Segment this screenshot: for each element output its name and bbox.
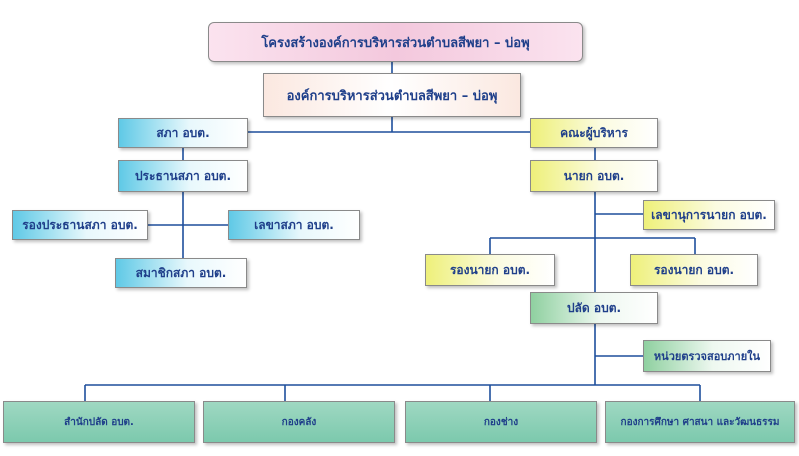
mayor-secretary: เลขานุการนายก อบต.	[643, 200, 775, 230]
dept-office-of-chief: สำนักปลัด อบต.	[3, 401, 195, 443]
org-root: องค์การบริหารส่วนตำบลสีพยา – บ่อพุ	[263, 73, 521, 117]
mayor: นายก อบต.	[530, 160, 658, 192]
deputy-mayor-right: รองนายก อบต.	[630, 254, 758, 286]
executive-head: คณะผู้บริหาร	[530, 118, 658, 148]
council-member: สมาชิกสภา อบต.	[115, 258, 247, 288]
council-vice-chair: รองประธานสภา อบต.	[12, 210, 148, 240]
dept-engineering: กองช่าง	[405, 401, 597, 443]
dept-education-religion-culture: กองการศึกษา ศาสนา และวัฒนธรรม	[605, 401, 795, 443]
dept-finance: กองคลัง	[203, 401, 395, 443]
council-head: สภา อบต.	[118, 118, 248, 148]
internal-audit-unit: หน่วยตรวจสอบภายใน	[643, 340, 771, 372]
chart-title: โครงสร้างองค์การบริหารส่วนตำบลสีพยา – บ่…	[208, 22, 583, 62]
council-chair: ประธานสภา อบต.	[118, 160, 248, 192]
deputy-mayor-left: รองนายก อบต.	[425, 254, 555, 286]
council-secretary: เลขาสภา อบต.	[228, 210, 360, 240]
chief-administrator: ปลัด อบต.	[530, 292, 658, 324]
